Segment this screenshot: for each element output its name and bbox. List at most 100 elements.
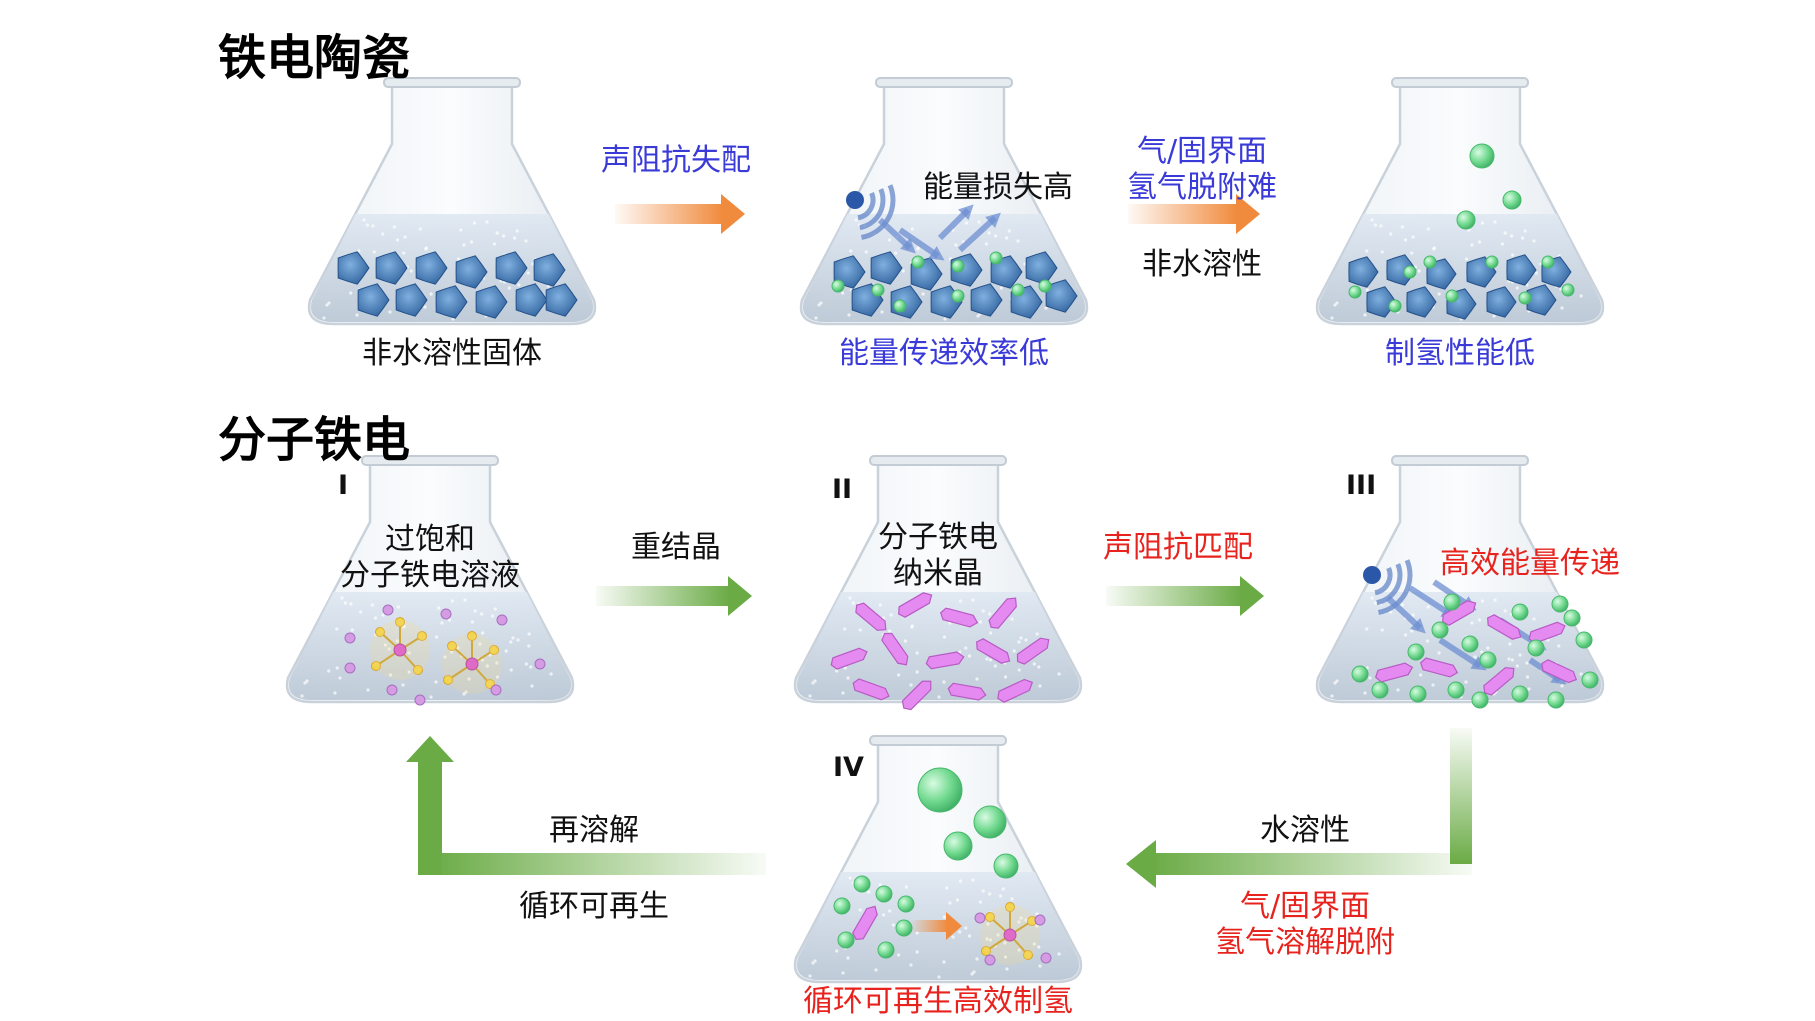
ceramic-particle [1406,286,1437,318]
liquid-speckle [387,647,391,651]
liquid-speckle [1480,650,1484,654]
liquid-speckle [340,596,344,600]
liquid-speckle [1534,271,1538,275]
liquid-speckle [1493,598,1497,602]
ceramic-particle [415,251,448,285]
liquid-speckle [1335,679,1339,683]
liquid-speckle [371,224,375,228]
liquid-speckle [357,249,361,253]
arrow-recrystallize [596,576,752,616]
flask-rim [869,455,1007,466]
liquid-speckle [904,885,908,889]
liquid-speckle [349,291,353,295]
arrow-impedance-match [1106,576,1264,616]
liquid-speckle [1400,225,1404,229]
arrow-head [721,194,745,234]
emitter-dot [1363,566,1381,584]
flask3-label: 高效能量传递 [1440,546,1620,581]
hydrogen-bubble [1581,671,1599,689]
liquid-speckle [882,913,886,917]
liquid-speckle [972,970,976,974]
liquid-speckle [1370,596,1374,600]
liquid-speckle [984,242,989,246]
liquid-speckle [502,234,506,238]
liquid-speckle [1017,948,1021,952]
liquid-speckle [381,232,385,236]
nanocrystal [1016,637,1050,665]
liquid-speckle [1038,964,1042,968]
ceramic-particle [375,251,408,285]
liquid-speckle [878,883,882,887]
hydrogen-bubble [895,919,913,937]
liquid-speckle [423,305,427,309]
flask1-caption: 非水溶性固体 [362,336,542,371]
hydrogen-bubble [1038,279,1052,293]
liquid-speckle [878,603,882,607]
liquid-speckle [985,937,989,941]
liquid-speckle [396,605,400,609]
liquid-speckle [490,614,495,618]
liquid-speckle [841,971,845,975]
flask3-numeral: III [1346,470,1377,501]
ceramic-particle [395,283,428,317]
liquid-speckle [910,227,914,231]
flask-rim [1391,77,1529,88]
liquid-speckle [942,915,947,919]
nanocrystal [1528,621,1566,644]
liquid-speckle [851,601,856,605]
liquid-speckle [1510,234,1514,238]
ceramic-particle [515,283,548,317]
liquid-speckle [1426,227,1430,231]
flask2-inner-label: 能量损失高 [923,170,1073,205]
nanocrystal-body [925,651,965,670]
liquid-speckle [472,221,477,225]
liquid-speckle [1518,653,1522,657]
liquid-speckle [1503,231,1507,235]
ceramic-particle [475,285,508,319]
liquid-speckle [467,677,471,681]
liquid-speckle [1001,887,1005,891]
liquid-speckle [943,317,947,321]
liquid-speckle [988,658,993,662]
liquid-speckle [447,618,452,622]
liquid-speckle [1431,683,1435,687]
arrow-head [728,576,752,616]
nanocrystal [1487,614,1522,640]
liquid-speckle [450,599,455,603]
flask1-label-line2: 分子铁电溶液 [340,558,520,593]
liquid-speckle [512,236,517,240]
liquid-speckle [527,632,531,636]
liquid-speckle [459,228,463,232]
liquid-speckle [888,909,892,913]
arrow2-sublabel: 非水溶性 [1142,247,1262,282]
liquid-speckle [921,292,925,296]
ion [490,684,502,696]
liquid-speckle [1057,672,1061,676]
liquid-speckle [971,598,975,602]
hydrogen-bubble [1541,255,1555,269]
molecule-glow [442,634,502,694]
liquid-speckle [1525,675,1530,679]
liquid-speckle [1418,673,1423,677]
liquid-speckle [958,930,962,934]
flask2-caption: 能量传递效率低 [839,336,1049,371]
nanocrystal [997,678,1034,703]
flask-ceramic-2 [799,77,1089,326]
hydrogen-bubble [1563,609,1581,627]
liquid-speckle [981,609,985,613]
molecule-atom [985,912,995,922]
arrow-shaft [615,204,723,224]
flask-rim [875,77,1013,88]
molecule-atom [417,631,427,641]
molecule-atom [371,661,381,671]
hydrogen-bubble [893,299,907,313]
liquid-speckle [951,935,955,939]
liquid-speckle [1480,221,1485,225]
nanocrystal-body [939,607,979,628]
liquid-speckle [403,235,407,239]
nanocrystal [852,905,878,940]
liquid-speckle [1411,613,1415,617]
nanocrystal-body [947,682,987,701]
flask3-caption: 制氢性能低 [1385,336,1535,371]
ultrasound-emitter [1363,559,1413,615]
